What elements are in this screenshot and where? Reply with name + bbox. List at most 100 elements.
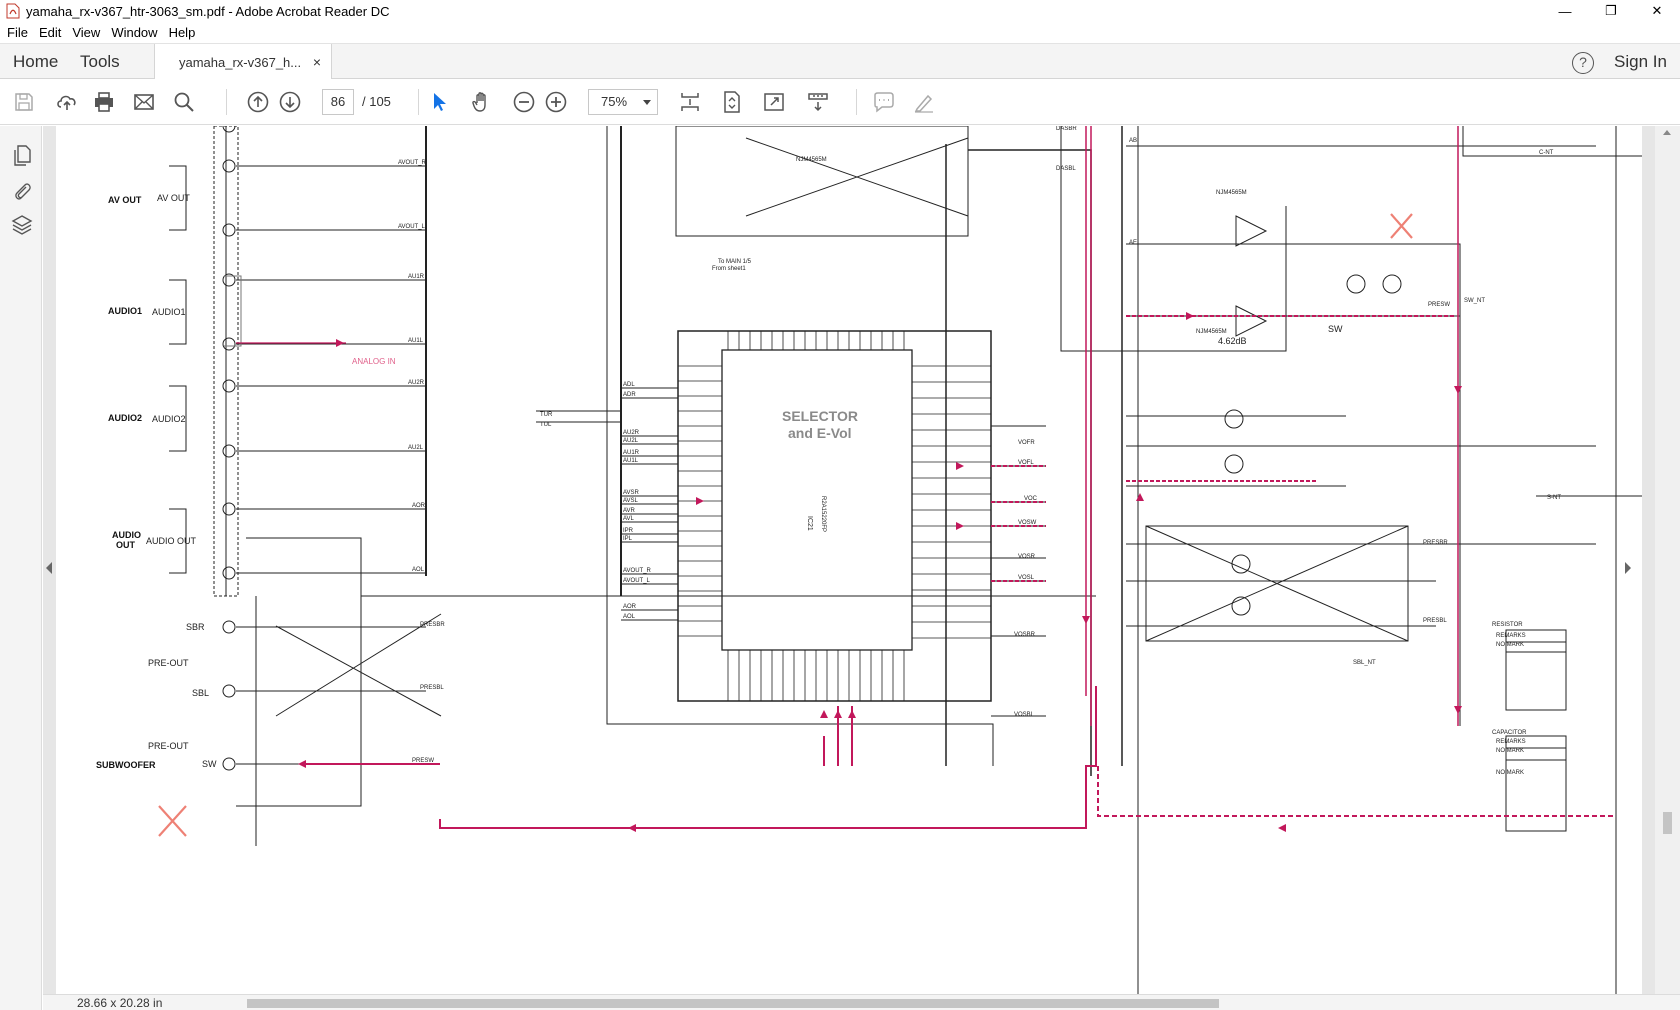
net-dasbr: DASBR bbox=[1056, 126, 1077, 132]
net-presbr-right: PRESBR bbox=[1423, 540, 1448, 546]
tab-home[interactable]: Home bbox=[13, 52, 59, 71]
net-mid-adr: ADR bbox=[623, 392, 636, 398]
net-mid-avout-l: AVOUT_L bbox=[623, 578, 651, 584]
net-vosr: VOSR bbox=[1018, 554, 1036, 560]
search-icon[interactable] bbox=[172, 90, 196, 114]
net-mid-ipr: IPR bbox=[623, 528, 634, 534]
tab-tools[interactable]: Tools bbox=[80, 52, 120, 71]
upload-cloud-icon[interactable] bbox=[55, 90, 79, 114]
collapse-left-panel-arrow[interactable] bbox=[46, 562, 52, 574]
zoom-in-icon[interactable] bbox=[544, 90, 568, 114]
label-to-main-2: From sheet1 bbox=[712, 266, 746, 272]
scroll-mode-icon[interactable] bbox=[678, 90, 702, 114]
highlight-pen-icon[interactable] bbox=[912, 90, 936, 114]
menu-edit[interactable]: Edit bbox=[38, 25, 62, 40]
acrobat-pdf-icon bbox=[6, 3, 20, 19]
label-resistor: RESISTOR bbox=[1492, 622, 1523, 628]
label-c-nt: C-NT bbox=[1539, 150, 1554, 156]
zoom-level-select[interactable]: 75% bbox=[588, 89, 658, 115]
sign-in-button[interactable]: Sign In bbox=[1614, 52, 1667, 71]
close-tab-button[interactable]: × bbox=[312, 54, 321, 70]
fit-page-icon[interactable] bbox=[720, 90, 744, 114]
net-mid-ipl: IPL bbox=[623, 536, 633, 542]
net-presw: PRESW bbox=[412, 758, 434, 764]
net-aol: AOL bbox=[412, 567, 425, 573]
net-presbl: PRESBL bbox=[420, 685, 444, 691]
label-audio2: AUDIO2 bbox=[108, 413, 142, 423]
net-dasbl: DASBL bbox=[1056, 166, 1076, 172]
page-number-input[interactable]: 86 bbox=[322, 89, 354, 115]
menu-file[interactable]: File bbox=[7, 25, 28, 40]
net-mid-au2l: AU2L bbox=[623, 438, 639, 444]
full-screen-icon[interactable] bbox=[762, 90, 786, 114]
email-icon[interactable] bbox=[132, 90, 156, 114]
pages-thumbnails-icon[interactable] bbox=[11, 144, 33, 166]
close-window-button[interactable]: ✕ bbox=[1651, 3, 1663, 18]
label-av-out: AV OUT bbox=[108, 195, 142, 205]
net-presw-right: PRESW bbox=[1428, 302, 1450, 308]
help-icon[interactable]: ? bbox=[1572, 52, 1594, 74]
net-presbr: PRESBR bbox=[420, 622, 445, 628]
net-mid-aor: AOR bbox=[623, 604, 637, 610]
horizontal-scroll-thumb[interactable] bbox=[247, 999, 1219, 1008]
label-capacitor: CAPACITOR bbox=[1492, 730, 1527, 736]
menu-window[interactable]: Window bbox=[111, 25, 158, 40]
print-icon[interactable] bbox=[92, 90, 116, 114]
net-mid-tul: TUL bbox=[540, 422, 552, 428]
net-au1l: AU1L bbox=[408, 338, 424, 344]
label-remarks-2: REMARKS bbox=[1496, 739, 1526, 745]
minimize-button[interactable]: — bbox=[1558, 3, 1572, 19]
select-cursor-icon[interactable] bbox=[428, 90, 452, 114]
menu-bar: File Edit View Window Help bbox=[0, 22, 1680, 43]
label-pre-out-2: PRE-OUT bbox=[148, 741, 189, 751]
label-audio2-box: AUDIO2 bbox=[152, 414, 186, 424]
label-audio1: AUDIO1 bbox=[108, 306, 142, 316]
collapse-right-panel-arrow[interactable] bbox=[1625, 562, 1631, 574]
schematic-drawing: AV OUT AUDIO1 AUDIO2 AUDIO OUT SUBWOOFER… bbox=[96, 126, 1642, 994]
net-mid-au1l: AU1L bbox=[623, 458, 639, 464]
layers-icon[interactable] bbox=[11, 214, 33, 236]
net-mid-avout-r: AVOUT_R bbox=[623, 568, 652, 574]
vertical-scroll-thumb[interactable] bbox=[1663, 812, 1672, 834]
label-sw-right: SW bbox=[1328, 324, 1343, 334]
net-vofr: VOFR bbox=[1018, 440, 1035, 446]
vertical-scrollbar[interactable] bbox=[1655, 126, 1680, 994]
zoom-level-value: 75% bbox=[601, 94, 628, 109]
net-vosw: VOSW bbox=[1018, 520, 1037, 526]
label-sbl-nt: SBL_NT bbox=[1353, 660, 1376, 666]
window-title: yamaha_rx-v367_htr-3063_sm.pdf - Adobe A… bbox=[26, 3, 390, 19]
net-ae: AE bbox=[1129, 240, 1137, 246]
menu-view[interactable]: View bbox=[72, 25, 101, 40]
net-mid-au1r: AU1R bbox=[623, 450, 640, 456]
label-audio-out-box: AUDIO OUT bbox=[146, 536, 197, 546]
net-vosbr: VOSBR bbox=[1014, 632, 1036, 638]
status-bar: 28.66 x 20.28 in bbox=[43, 994, 1680, 1010]
net-vofl: VOFL bbox=[1018, 460, 1034, 466]
label-chip: R2A15220FP bbox=[820, 496, 826, 532]
document-view[interactable]: AV OUT AUDIO1 AUDIO2 AUDIO OUT SUBWOOFER… bbox=[43, 126, 1655, 994]
comment-icon[interactable] bbox=[872, 90, 896, 114]
tab-document[interactable]: yamaha_rx-v367_h... × bbox=[154, 44, 332, 80]
pdf-page: AV OUT AUDIO1 AUDIO2 AUDIO OUT SUBWOOFER… bbox=[56, 126, 1642, 994]
label-subwoofer: SUBWOOFER bbox=[96, 760, 156, 770]
page-size-readout: 28.66 x 20.28 in bbox=[77, 996, 163, 1010]
save-icon[interactable] bbox=[12, 90, 36, 114]
chevron-down-icon bbox=[643, 100, 651, 105]
previous-page-icon[interactable] bbox=[246, 90, 270, 114]
net-mid-avr: AVR bbox=[623, 508, 636, 514]
scroll-up-arrow[interactable] bbox=[1663, 130, 1671, 135]
hand-tool-icon[interactable] bbox=[470, 90, 494, 114]
toolbar: 86 / 105 75% bbox=[0, 79, 1680, 125]
maximize-button[interactable]: ❐ bbox=[1605, 3, 1617, 18]
zoom-out-icon[interactable] bbox=[512, 90, 536, 114]
label-no-mark-2: NO MARK bbox=[1496, 748, 1524, 754]
net-ab: AB bbox=[1129, 138, 1137, 144]
label-no-mark-1: NO MARK bbox=[1496, 642, 1524, 648]
net-au1r: AU1R bbox=[408, 274, 425, 280]
menu-help[interactable]: Help bbox=[168, 25, 196, 40]
label-njm-3: NJM4565M bbox=[1196, 329, 1227, 335]
read-mode-icon[interactable] bbox=[806, 90, 830, 114]
net-au2r: AU2R bbox=[408, 380, 425, 386]
next-page-icon[interactable] bbox=[278, 90, 302, 114]
attachments-paperclip-icon[interactable] bbox=[11, 180, 33, 202]
